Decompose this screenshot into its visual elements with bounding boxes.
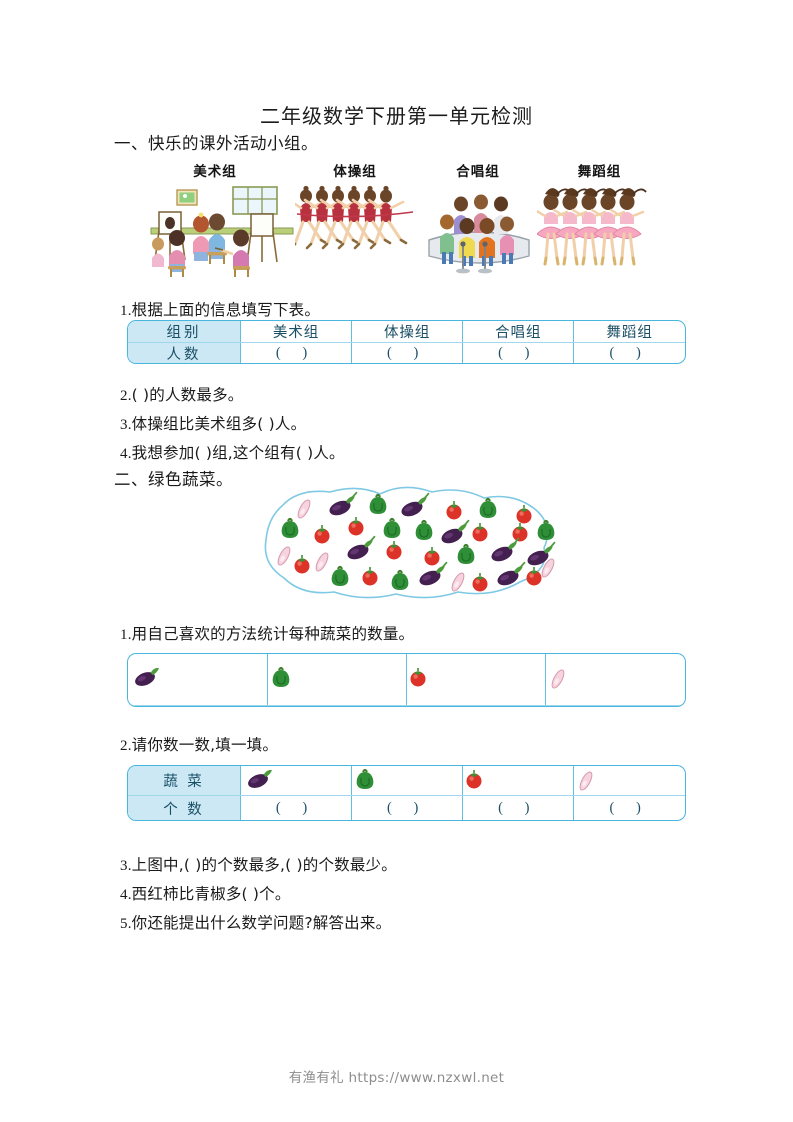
cell-art-group: 美术组 xyxy=(240,321,353,343)
row-header-group: 组别 xyxy=(128,321,241,343)
row-header-quantity: 个 数 xyxy=(128,795,241,820)
count-blank-eggplant[interactable]: ( ) xyxy=(240,795,353,820)
cell-chorus-group: 合唱组 xyxy=(462,321,575,343)
q-text[interactable]: ( )的人数最多。 xyxy=(131,386,244,404)
q-number: 5. xyxy=(120,916,132,932)
table-row xyxy=(128,705,685,706)
cell-dance-group: 舞蹈组 xyxy=(573,321,685,343)
table-row: 人数 ( ) ( ) ( ) ( ) xyxy=(128,342,685,363)
section-two-q5: 5.你还能提出什么数学问题?解答出来。 xyxy=(120,911,391,933)
section-one-q4: 4.我想参加( )组,这个组有( )人。 xyxy=(120,441,345,463)
q-text: 根据上面的信息填写下表。 xyxy=(131,301,321,319)
section-one-heading: 一、快乐的课外活动小组。 xyxy=(114,134,318,153)
count-blank-cucumber[interactable]: ( ) xyxy=(609,799,650,816)
footer-watermark: 有渔有礼 https://www.nzxwl.net xyxy=(288,1070,505,1086)
count-icon-tomato xyxy=(462,766,575,797)
group-label-gymnastics: 体操组 xyxy=(333,164,377,179)
group-label-dance: 舞蹈组 xyxy=(577,164,622,179)
cell-gymnastics-group: 体操组 xyxy=(351,321,464,343)
q-number: 3. xyxy=(120,417,132,433)
group-label-chorus: 合唱组 xyxy=(456,164,500,179)
q-number: 1. xyxy=(120,627,132,643)
q-text: 你还能提出什么数学问题?解答出来。 xyxy=(131,914,392,932)
q-number: 4. xyxy=(120,446,132,462)
tally-blank-cucumber[interactable] xyxy=(546,705,685,706)
tally-icon-eggplant xyxy=(128,654,268,706)
q-text: 用自己喜欢的方法统计每种蔬菜的数量。 xyxy=(131,625,415,643)
tally-blank-pepper[interactable] xyxy=(267,705,408,706)
count-icon-pepper xyxy=(351,766,464,797)
tally-table xyxy=(127,653,686,707)
section-two-q4: 4.西红柿比青椒多( )个。 xyxy=(120,882,291,904)
art-class-illustration xyxy=(149,182,295,280)
table-row: 个 数 ( ) ( ) ( ) ( ) xyxy=(128,795,685,820)
section-one-q3: 3.体操组比美术组多( )人。 xyxy=(120,412,306,434)
q-number: 1. xyxy=(120,303,132,319)
q-text: 请你数一数,填一填。 xyxy=(131,736,279,754)
q-text[interactable]: 上图中,( )的个数最多,( )的个数最少。 xyxy=(131,856,397,874)
answer-blank-art[interactable]: ( ) xyxy=(240,342,353,363)
table-row xyxy=(128,654,685,706)
answer-blank-gymnastics[interactable]: ( ) xyxy=(351,342,464,363)
q-number: 2. xyxy=(120,738,132,754)
count-icon-cucumber xyxy=(573,766,685,797)
vegetable-collection-illustration xyxy=(252,482,558,604)
section-two-q3: 3.上图中,( )的个数最多,( )的个数最少。 xyxy=(120,853,397,875)
count-icon-eggplant xyxy=(240,766,353,797)
page-title: 二年级数学下册第一单元检测 xyxy=(260,106,533,128)
tally-blank-eggplant[interactable] xyxy=(128,705,268,706)
q-text[interactable]: 西红柿比青椒多( )个。 xyxy=(131,885,291,903)
tally-icon-cucumber xyxy=(545,654,685,706)
section-one-q2: 2.( )的人数最多。 xyxy=(120,383,243,405)
q-text[interactable]: 我想参加( )组,这个组有( )人。 xyxy=(131,444,345,462)
table-row: 组别 美术组 体操组 合唱组 舞蹈组 xyxy=(128,321,685,343)
section-two-q1: 1.用自己喜欢的方法统计每种蔬菜的数量。 xyxy=(120,622,414,644)
table-row: 蔬 菜 xyxy=(128,766,685,797)
q-text[interactable]: 体操组比美术组多( )人。 xyxy=(131,415,307,433)
count-blank-pepper[interactable]: ( ) xyxy=(351,795,464,820)
q-number: 4. xyxy=(120,887,132,903)
answer-blank-chorus[interactable]: ( ) xyxy=(462,342,575,363)
dance-illustration xyxy=(537,182,659,274)
answer-blank-dance[interactable]: ( ) xyxy=(609,345,650,361)
tally-icon-tomato xyxy=(406,654,547,706)
row-header-vegetable: 蔬 菜 xyxy=(128,766,241,797)
tally-blank-tomato[interactable] xyxy=(406,705,547,706)
gymnastics-illustration xyxy=(295,182,415,272)
chorus-illustration xyxy=(423,182,535,274)
activity-groups-illustration: 美术组 体操组 合唱组 舞蹈组 xyxy=(145,160,665,285)
group-label-art: 美术组 xyxy=(193,164,237,179)
q-number: 3. xyxy=(120,858,132,874)
section-one-q1: 1.根据上面的信息填写下表。 xyxy=(120,298,320,320)
tally-icon-pepper xyxy=(267,654,408,706)
row-header-count: 人数 xyxy=(128,342,241,363)
group-count-table: 组别 美术组 体操组 合唱组 舞蹈组 人数 ( ) ( ) ( ) ( ) xyxy=(127,320,686,364)
section-two-q2: 2.请你数一数,填一填。 xyxy=(120,733,278,755)
section-two-heading: 二、绿色蔬菜。 xyxy=(114,470,233,489)
q-number: 2. xyxy=(120,388,132,404)
vegetable-count-table: 蔬 菜 个 数 ( ) ( ) ( xyxy=(127,765,686,821)
count-blank-tomato[interactable]: ( ) xyxy=(462,795,575,820)
